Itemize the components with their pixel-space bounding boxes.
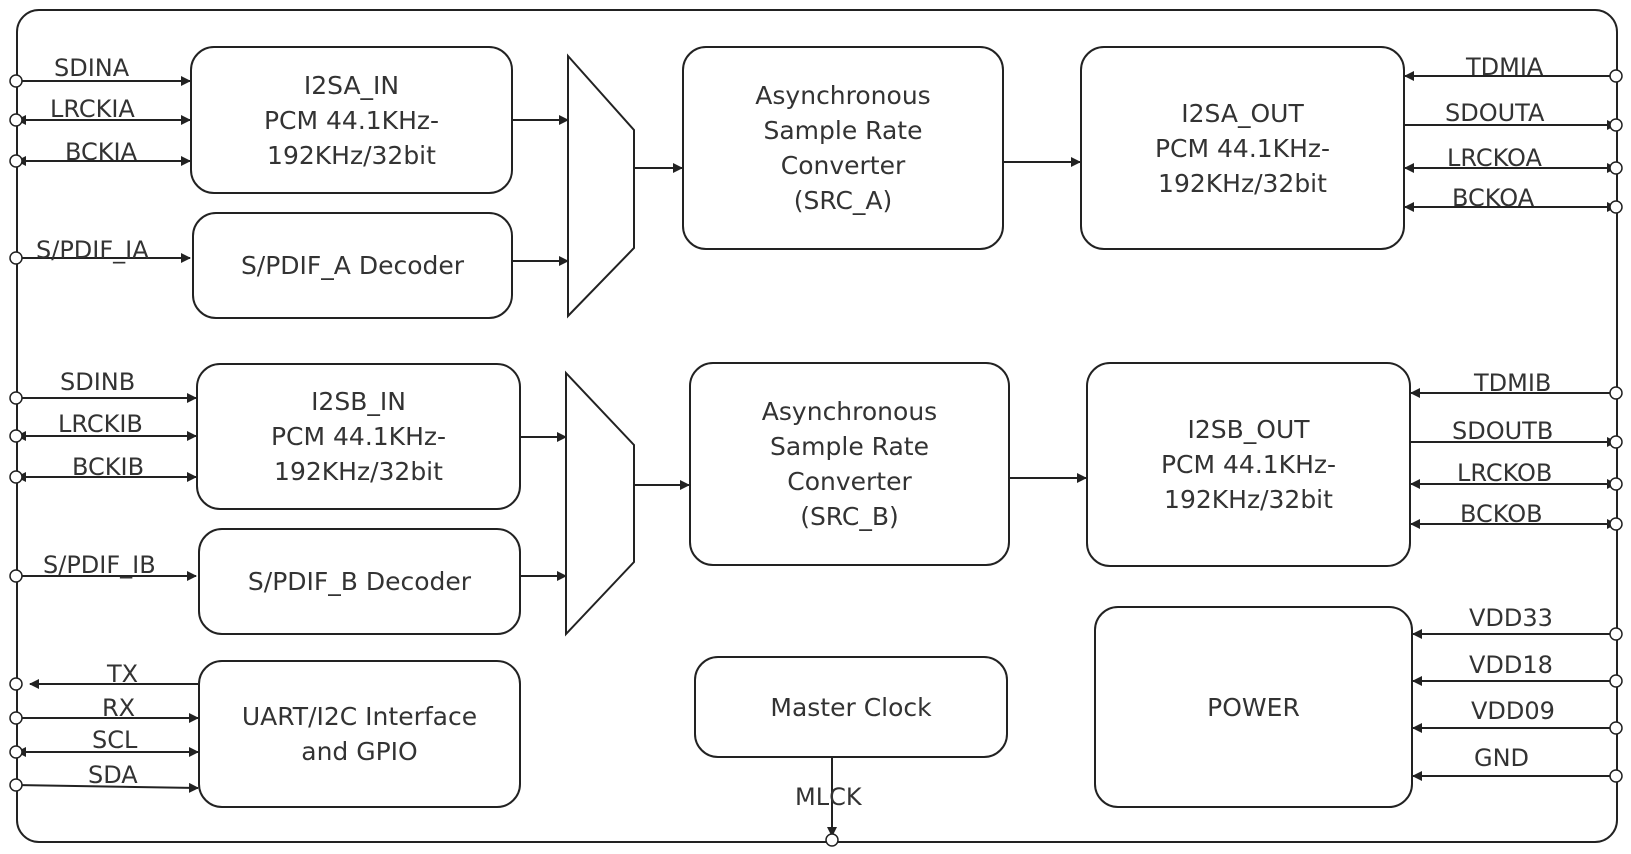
mux-b [565,370,635,637]
block-line: 192KHz/32bit [1158,168,1327,198]
pin-label-vdd18: VDD18 [1469,651,1553,679]
block-line: 192KHz/32bit [267,140,436,170]
pin-label-tx: TX [107,660,139,688]
pin-label-spdif-ia: S/PDIF_IA [36,236,149,264]
block-line: (SRC_A) [793,186,893,215]
src-a-block: Asynchronous Sample Rate Converter (SRC_… [682,46,1004,250]
pin-label-sda: SDA [88,761,138,789]
block-line: 192KHz/32bit [274,457,443,486]
pin-label-spdif-ib: S/PDIF_IB [43,551,156,579]
pin-label-sdinb: SDINB [60,368,136,396]
block-line: I2SA_OUT [1181,98,1304,128]
pin-label-lrckia: LRCKIA [50,95,135,123]
block-line: I2SB_IN [311,387,406,416]
pin-label-rx: RX [102,694,136,722]
block-line: S/PDIF_A Decoder [240,251,465,280]
block-line: PCM 44.1KHz- [263,105,440,135]
pin-label-gnd: GND [1474,744,1530,772]
block-line: POWER [1207,692,1300,722]
block-line: Sample Rate [769,432,929,461]
block-line: UART/I2C Interface [241,702,478,731]
pin-label-vdd33: VDD33 [1469,604,1553,632]
pin-label-sdouta: SDOUTA [1445,99,1545,127]
block-line: Asynchronous [755,81,931,110]
block-line: Converter [787,467,912,496]
block-line: I2SB_OUT [1187,415,1310,444]
block-line: PCM 44.1KHz- [270,422,447,451]
pin-label-bckib: BCKIB [72,453,145,481]
block-line: Sample Rate [763,116,923,145]
block-line: Master Clock [770,692,932,722]
block-line: Converter [780,151,906,180]
src-b-block: Asynchronous Sample Rate Converter (SRC_… [689,362,1010,566]
block-line: and GPIO [301,737,418,766]
pin-label-lrckoa: LRCKOA [1447,144,1542,172]
block-line: 192KHz/32bit [1164,485,1333,514]
pin-label-vdd09: VDD09 [1471,697,1555,725]
block-line: PCM 44.1KHz- [1154,133,1331,163]
pin-label-bckob: BCKOB [1460,500,1543,528]
pin-label-bckia: BCKIA [65,138,138,166]
block-line: I2SA_IN [303,70,400,100]
pin-label-lrckib: LRCKIB [58,410,143,438]
mux-a [567,53,635,319]
chip-outline [16,9,1618,843]
block-line: S/PDIF_B Decoder [247,567,472,596]
pin-label-scl: SCL [92,726,138,754]
pin-label-bckoa: BCKOA [1452,184,1535,212]
pin-label-sdina: SDINA [54,54,130,82]
i2sa-out-block: I2SA_OUT PCM 44.1KHz- 192KHz/32bit [1080,46,1405,250]
pin-label-tdmia: TDMIA [1466,53,1544,81]
power-block: POWER [1094,606,1413,808]
block-line: PCM 44.1KHz- [1160,450,1337,479]
uart-i2c-block: UART/I2C Interface and GPIO [198,660,521,808]
pin-label-lrckob: LRCKOB [1457,459,1553,487]
master-clock-block: Master Clock [694,656,1008,758]
pin-label-mlck: MLCK [795,783,862,811]
i2sb-out-block: I2SB_OUT PCM 44.1KHz- 192KHz/32bit [1086,362,1411,567]
i2sa-in-block: I2SA_IN PCM 44.1KHz- 192KHz/32bit [190,46,513,194]
pin-label-sdoutb: SDOUTB [1452,417,1554,445]
pin-label-tdmib: TDMIB [1474,369,1552,397]
block-line: Asynchronous [761,397,938,426]
spdif-a-decoder-block: S/PDIF_A Decoder [192,212,513,319]
spdif-b-decoder-block: S/PDIF_B Decoder [198,528,521,635]
i2sb-in-block: I2SB_IN PCM 44.1KHz- 192KHz/32bit [196,363,521,510]
block-line: (SRC_B) [800,502,899,531]
